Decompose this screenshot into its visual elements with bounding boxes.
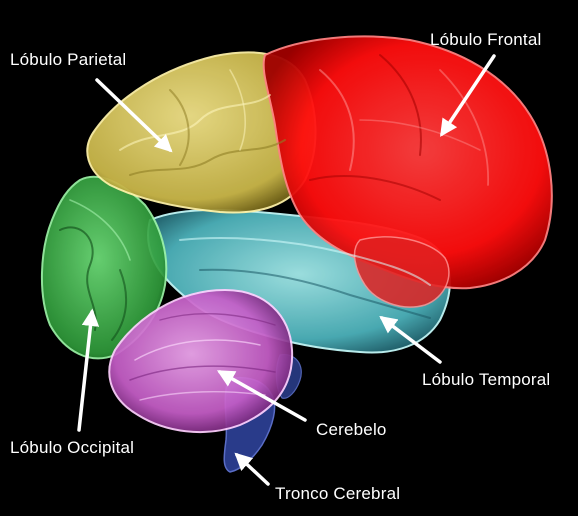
label-parietal-lobe: Lóbulo Parietal — [10, 50, 127, 69]
label-frontal-lobe: Lóbulo Frontal — [430, 30, 542, 49]
gyri-detail-lines — [59, 54, 489, 401]
arrow-temporal — [379, 315, 442, 364]
label-cerebellum: Cerebelo — [316, 420, 387, 439]
arrow-parietal — [95, 78, 173, 153]
label-temporal-lobe: Lóbulo Temporal — [422, 370, 551, 389]
arrow-cerebellum — [216, 370, 307, 422]
pointer-arrows — [77, 54, 496, 486]
arrow-brainstem — [234, 452, 270, 486]
label-occipital-lobe: Lóbulo Occipital — [10, 438, 135, 457]
frontal-lobe-region — [262, 35, 553, 290]
arrow-frontal — [440, 54, 496, 137]
temporal-lobe-tip — [353, 236, 450, 308]
label-brainstem: Tronco Cerebral — [275, 484, 401, 503]
arrow-occipital — [77, 308, 100, 432]
